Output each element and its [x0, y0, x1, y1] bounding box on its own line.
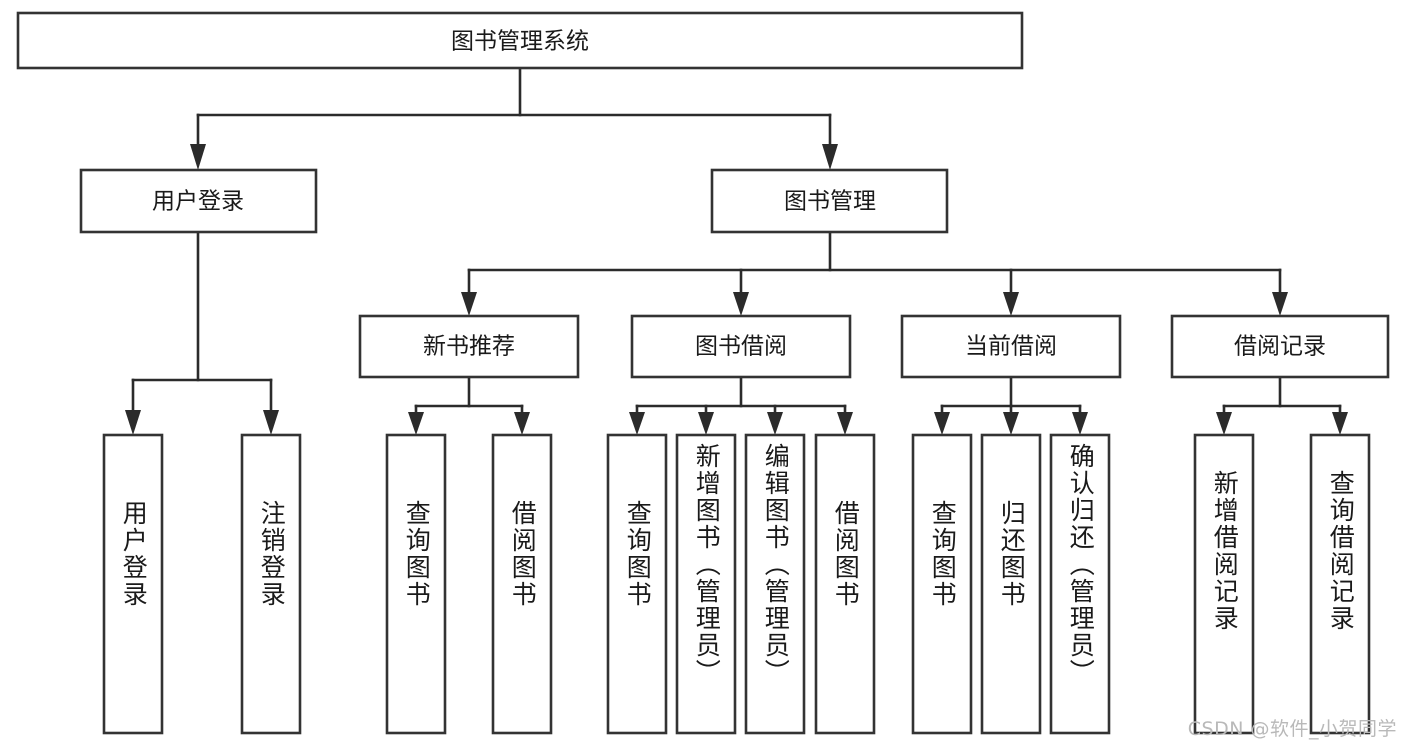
- arrow-icon: [733, 292, 749, 316]
- leaf-box-query-book-3[interactable]: [911, 433, 973, 735]
- node-new-book-recommend[interactable]: 新书推荐: [358, 314, 580, 379]
- leaf-box-logout[interactable]: [240, 433, 302, 735]
- node-book-borrow-label: 图书借阅: [695, 334, 787, 360]
- node-book-management[interactable]: 图书管理: [710, 168, 949, 234]
- node-borrow-records-label: 借阅记录: [1234, 334, 1326, 360]
- leaf-box-query-book-2[interactable]: [606, 433, 668, 735]
- arrow-icon: [1072, 412, 1088, 435]
- arrow-icon: [837, 412, 853, 435]
- arrow-icon: [934, 412, 950, 435]
- leaf-box-query-book-1[interactable]: [385, 433, 447, 735]
- arrow-icon: [1272, 292, 1288, 316]
- node-user-login-label: 用户登录: [152, 189, 244, 215]
- node-new-book-recommend-box[interactable]: [358, 314, 580, 379]
- leaf-box-add-book[interactable]: [675, 433, 737, 735]
- arrow-icon: [190, 144, 206, 170]
- arrow-icon: [1332, 412, 1348, 435]
- node-current-borrow-label: 当前借阅: [965, 334, 1057, 360]
- node-root[interactable]: 图书管理系统: [16, 11, 1024, 70]
- node-book-management-box[interactable]: [710, 168, 949, 234]
- leaf-box-borrow-book-1[interactable]: [491, 433, 553, 735]
- connector-borrow-to-leaves: [629, 375, 853, 435]
- connector-current-to-leaves: [934, 375, 1088, 435]
- leaf-box-borrow-book-2[interactable]: [814, 433, 876, 735]
- node-root-box[interactable]: [16, 11, 1024, 70]
- node-book-borrow[interactable]: 图书借阅: [630, 314, 852, 379]
- arrow-icon: [461, 292, 477, 316]
- arrow-icon: [1003, 412, 1019, 435]
- arrow-icon: [629, 412, 645, 435]
- leaf-box-confirm-return[interactable]: [1049, 433, 1111, 735]
- csdn-watermark: CSDN @软件_小贺同学: [1187, 718, 1397, 740]
- arrow-icon: [822, 144, 838, 170]
- arrow-icon: [408, 412, 424, 435]
- node-current-borrow[interactable]: 当前借阅: [900, 314, 1122, 379]
- arrow-icon: [263, 410, 279, 435]
- arrow-icon: [1003, 292, 1019, 316]
- arrow-icon: [698, 412, 714, 435]
- node-borrow-records[interactable]: 借阅记录: [1170, 314, 1390, 379]
- node-borrow-records-box[interactable]: [1170, 314, 1390, 379]
- leaf-box-edit-book[interactable]: [744, 433, 806, 735]
- node-book-borrow-box[interactable]: [630, 314, 852, 379]
- leaf-box-add-record[interactable]: [1193, 433, 1255, 735]
- node-user-login-box[interactable]: [79, 168, 318, 234]
- node-new-book-recommend-label: 新书推荐: [423, 334, 515, 360]
- leaf-box-user-login[interactable]: [102, 433, 164, 735]
- leaf-box-return-book[interactable]: [980, 433, 1042, 735]
- arrow-icon: [514, 412, 530, 435]
- node-root-label: 图书管理系统: [451, 29, 589, 55]
- connector-newbook-to-leaves: [408, 375, 530, 435]
- connector-userlogin-to-leaves: [125, 230, 279, 435]
- node-user-login[interactable]: 用户登录: [79, 168, 318, 234]
- connector-root-to-level1: [190, 66, 838, 170]
- node-current-borrow-box[interactable]: [900, 314, 1122, 379]
- leaf-box-query-record[interactable]: [1309, 433, 1371, 735]
- arrow-icon: [125, 410, 141, 435]
- arrow-icon: [1216, 412, 1232, 435]
- connector-records-to-leaves: [1216, 375, 1348, 435]
- connector-bookmgmt-to-level2: [461, 230, 1288, 316]
- arrow-icon: [767, 412, 783, 435]
- node-book-management-label: 图书管理: [784, 189, 876, 215]
